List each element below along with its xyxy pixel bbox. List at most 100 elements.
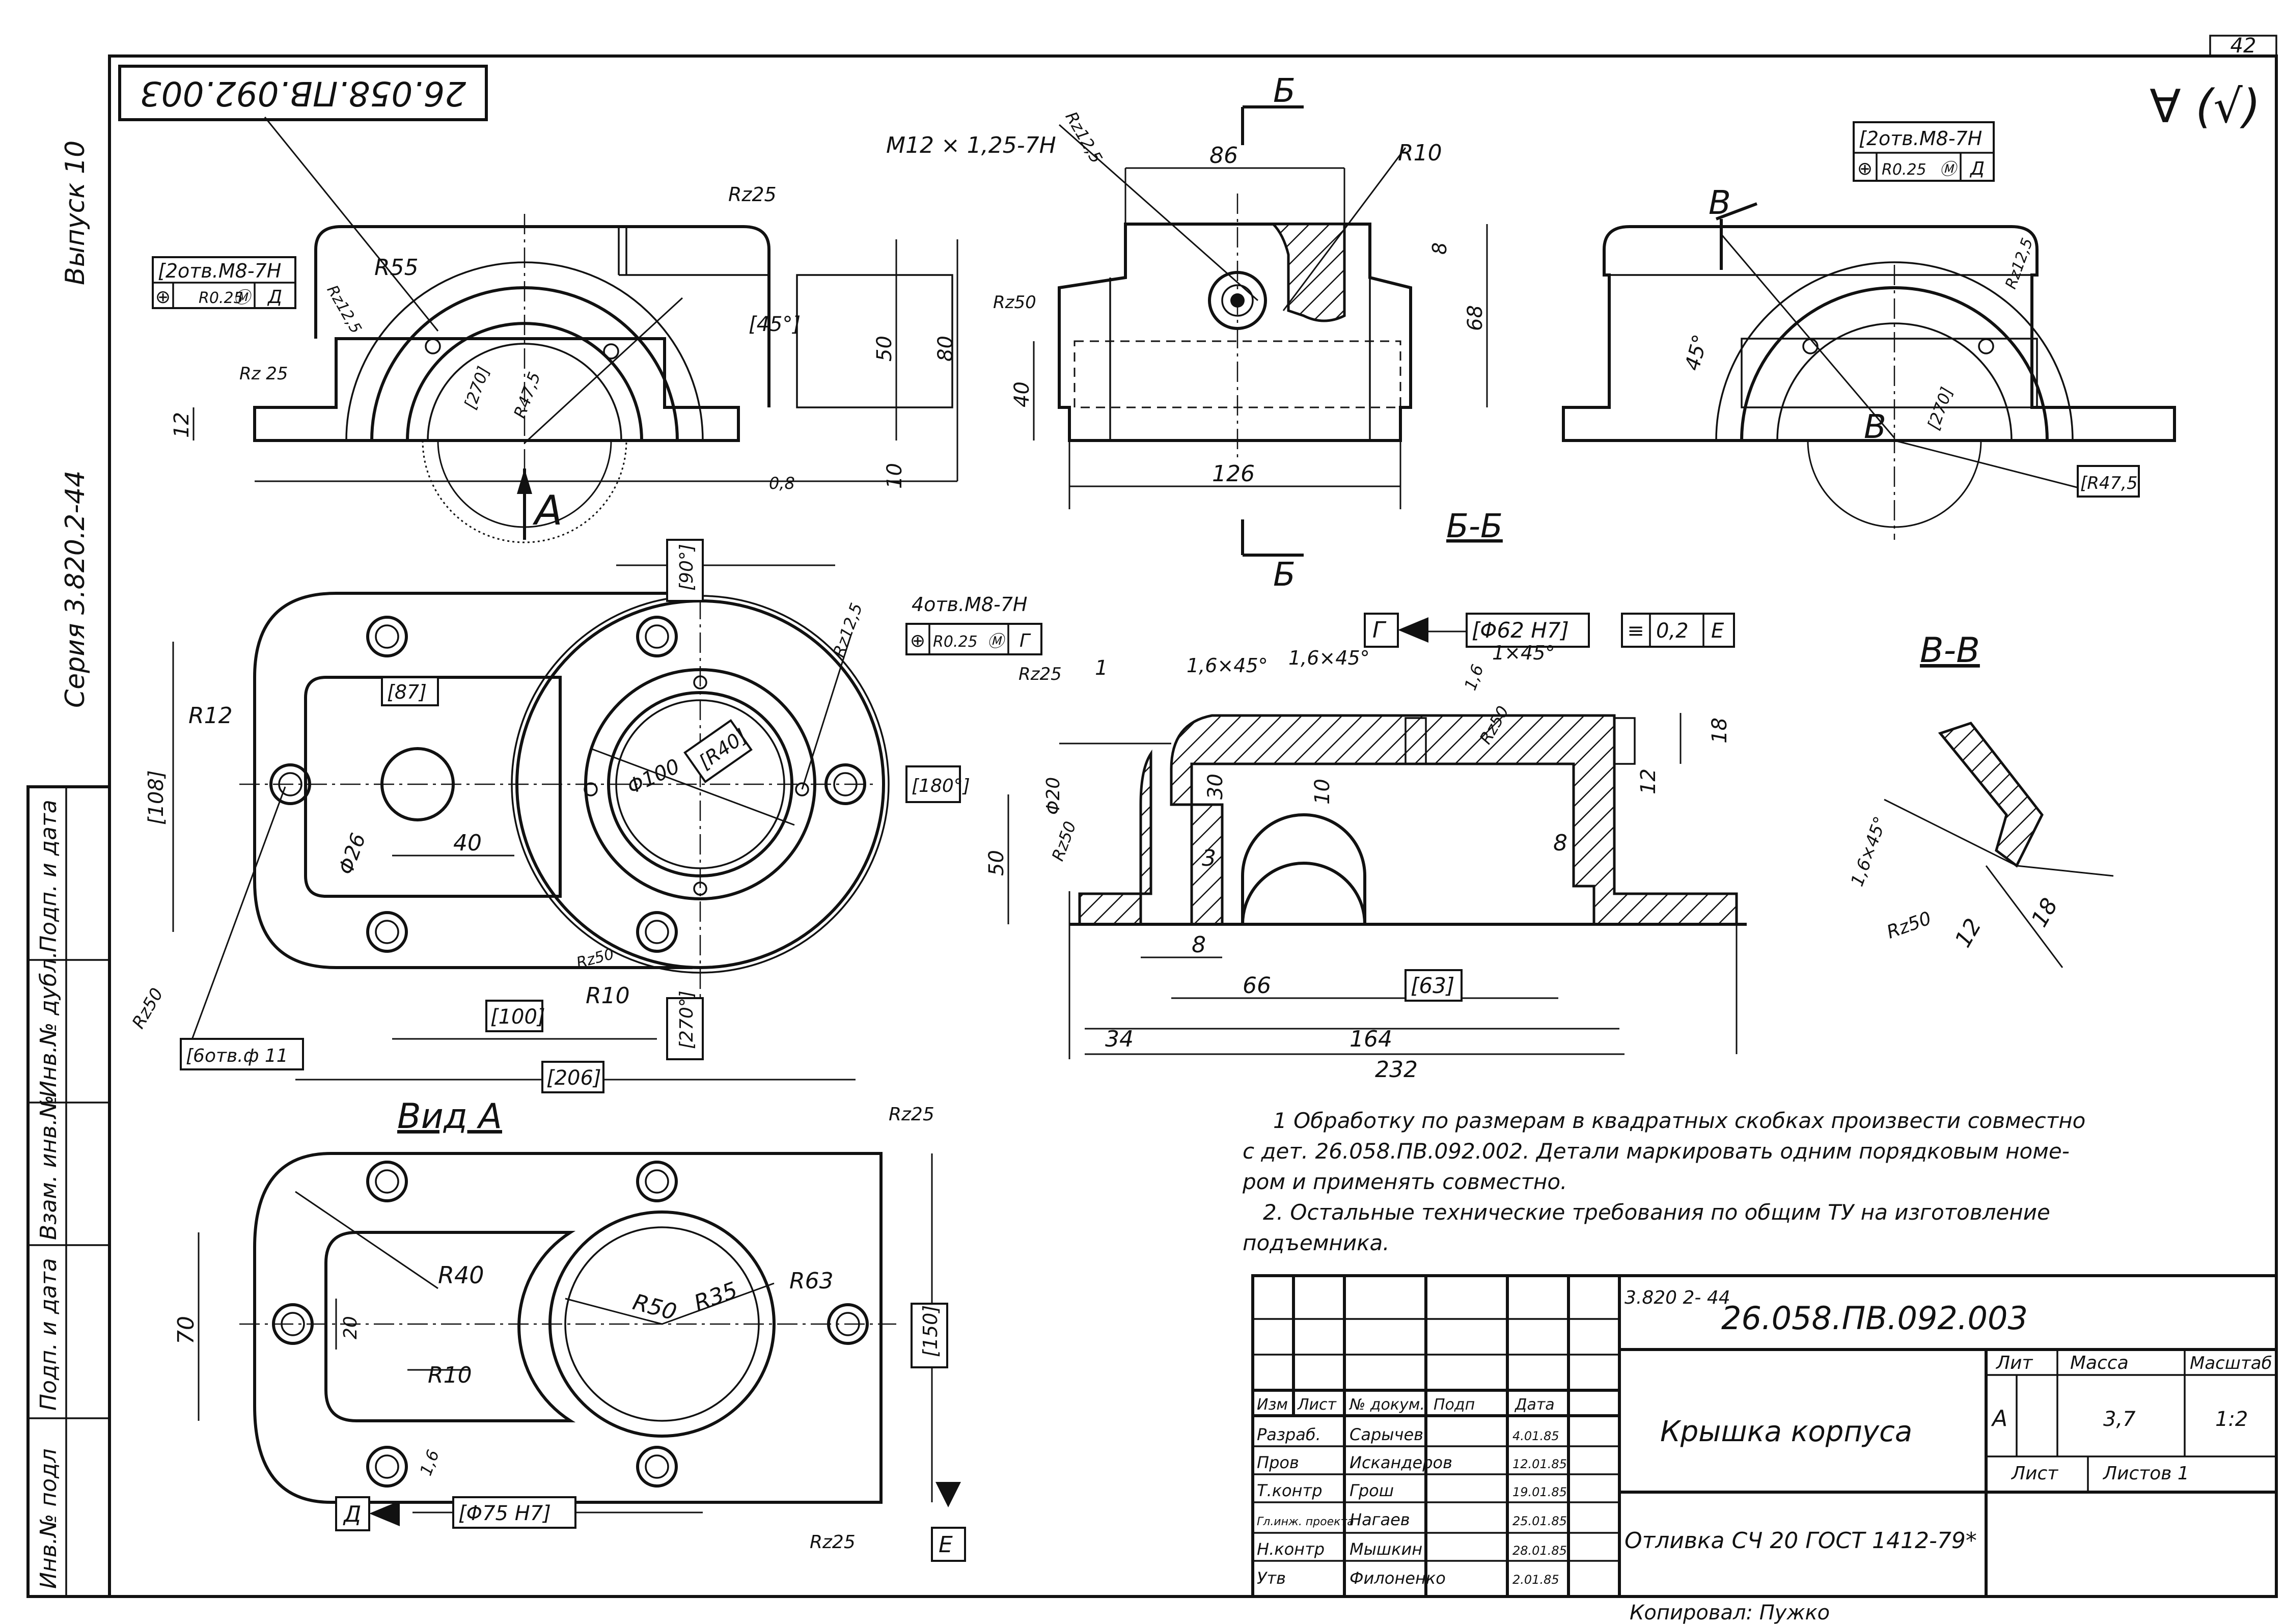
tb-series: 3.820 2- 44 xyxy=(1625,1287,1730,1308)
bb-dim-8-bottom: 8 xyxy=(1192,932,1206,958)
tb-material: Отливка СЧ 20 ГОСТ 1412-79* xyxy=(1625,1528,1977,1554)
tb-sheet-label: Лист xyxy=(2011,1463,2058,1484)
tb-col-list: Лист xyxy=(1297,1396,1337,1414)
front-tol-value: R0.25 xyxy=(199,289,243,307)
bb-chamfer-1: 1,6×45° xyxy=(1187,654,1268,677)
side-cut-b-bottom: Б xyxy=(1273,556,1296,594)
front-label-rz25-side: Rz 25 xyxy=(239,364,288,384)
tb-scale-head: Масштаб xyxy=(2190,1353,2272,1373)
front-label-08: 0,8 xyxy=(769,474,795,493)
stamp-cell-sign-date-1: Подп. и дата xyxy=(36,800,62,952)
tb-part-name: Крышка корпуса xyxy=(1660,1415,1912,1448)
plan-angle-90: [90°] xyxy=(676,544,697,591)
section-title-bb: Б-Б xyxy=(1446,508,1503,545)
front-label-r475: R47,5 xyxy=(510,369,544,421)
front-dim-10: 10 xyxy=(883,463,906,489)
right-tol-position-icon: ⊕ xyxy=(1857,158,1873,179)
side-rz125: Rz12,5 xyxy=(1061,108,1106,167)
tb-sheets-label: Листов 1 xyxy=(2102,1463,2189,1484)
plan-view: 4отв.М8-7Н ⊕ R0.25 Ⓜ Г [90°] [87] [108] … xyxy=(128,539,1042,1093)
tb-mass-head: Масса xyxy=(2070,1353,2129,1373)
bb-dia-20: Φ20 xyxy=(1043,777,1064,815)
note-line-3: ром и применять совместно. xyxy=(1242,1169,1567,1194)
stamp-cell-replace-inv: Взам. инв.№ xyxy=(36,1095,62,1240)
bb-dim-50: 50 xyxy=(985,850,1008,876)
front-thread-callout: [2отв.М8-7Н ⊕ R0.25 Ⓜ Д xyxy=(152,256,296,309)
tb-name-approve: Филоненко xyxy=(1350,1568,1446,1588)
tb-role-dev: Разраб. xyxy=(1257,1425,1321,1444)
view-a-title: Вид А xyxy=(397,1096,502,1137)
right-tol-modifier: Ⓜ xyxy=(1940,159,1959,179)
plan-thread-callout: 4отв.М8-7Н ⊕ R0.25 Ⓜ Г xyxy=(905,593,1042,655)
stamp-cell-orig-inv: Инв.№ подл xyxy=(36,1448,62,1589)
plan-dim-100: [100] xyxy=(490,1005,545,1029)
note-line-4: 2. Остальные технические требования по о… xyxy=(1263,1200,2050,1225)
bb-dim-30: 30 xyxy=(1204,774,1227,800)
tb-date-ncontrol: 28.01.85 xyxy=(1512,1544,1567,1558)
tb-date-tcontrol: 19.01.85 xyxy=(1512,1485,1567,1499)
bb-tol-datum: Е xyxy=(1711,619,1724,643)
plan-tol-position-icon: ⊕ xyxy=(910,630,925,651)
tb-date-chief: 25.01.85 xyxy=(1512,1514,1567,1528)
front-label-45: [45°] xyxy=(749,313,801,336)
side-r10: R10 xyxy=(1398,140,1442,166)
tb-copied-by: Копировал: Пужко xyxy=(1630,1601,1830,1624)
right-angle-45: 45° xyxy=(1681,332,1713,373)
bb-dim-232: 232 xyxy=(1375,1057,1418,1083)
tb-col-izm: Изм xyxy=(1257,1396,1288,1414)
side-dim-126: 126 xyxy=(1212,461,1255,487)
tb-name-check: Искандеров xyxy=(1350,1453,1452,1472)
side-dim-8: 8 xyxy=(1428,242,1451,255)
view-a-rz25-bottom: Rz25 xyxy=(810,1532,856,1553)
stamp-cell-dup-inv: Инв.№ дубл. xyxy=(36,951,62,1097)
tb-date-approve: 2.01.85 xyxy=(1512,1573,1559,1587)
general-roughness-symbol: ∀ (√) xyxy=(2150,80,2261,133)
right-tol-value: R0.25 xyxy=(1882,161,1926,179)
tb-name-tcontrol: Грош xyxy=(1350,1481,1394,1500)
tb-role-tcontrol: Т.контр xyxy=(1257,1481,1323,1500)
bb-tolerance-frame: ≡ 0,2 Е xyxy=(1621,613,1735,648)
tb-role-check: Пров xyxy=(1257,1453,1299,1472)
plan-holes-note: [6отв.ф 11 xyxy=(186,1045,288,1066)
view-a-rz25-top: Rz25 xyxy=(889,1104,934,1125)
view-a-r40: R40 xyxy=(438,1261,484,1289)
bb-dim-1: 1 xyxy=(1095,656,1108,680)
vv-rz50: Rz50 xyxy=(1884,908,1934,943)
tb-role-ncontrol: Н.контр xyxy=(1257,1539,1325,1559)
side-view: Б M12 × 1,25-7H Rz12,5 86 R10 8 68 Rz50 … xyxy=(886,72,1503,594)
note-line-2: с дет. 26.058.ПВ.092.002. Детали маркиро… xyxy=(1243,1139,2070,1164)
plan-dia-26: Φ26 xyxy=(334,830,370,877)
tb-date-dev: 4.01.85 xyxy=(1512,1429,1559,1443)
front-dim-50: 50 xyxy=(873,336,896,362)
bb-dim-10: 10 xyxy=(1311,779,1334,805)
stamp-cell-sign-date-2: Подп. и дата xyxy=(36,1258,62,1411)
right-tol-datum: Д xyxy=(1969,158,1985,179)
tb-col-sign: Подп xyxy=(1434,1396,1475,1414)
tb-lit-value: А xyxy=(1991,1406,2007,1432)
bb-dim-8-right: 8 xyxy=(1553,830,1567,856)
tb-role-chief: Гл.инж. проекта xyxy=(1257,1516,1354,1528)
side-dim-68: 68 xyxy=(1464,305,1487,331)
section-vv: В-В 1,6×45° Rz50 12 18 xyxy=(1847,630,2114,968)
right-cut-v-bottom: В xyxy=(1864,408,1886,446)
note-line-5: подъемника. xyxy=(1243,1230,1390,1255)
right-thread-note: [2отв.М8-7Н xyxy=(1859,127,1982,150)
view-a: Вид А Rz25 R40 70 20 R50 R35 R63 [150] xyxy=(173,1096,966,1562)
view-a-dim-150: [150] xyxy=(919,1305,942,1357)
plan-dim-40: 40 xyxy=(453,830,482,856)
front-view: [2отв.М8-7Н ⊕ R0.25 Ⓜ Д R55 Rz12,5 Rz25 … xyxy=(152,117,958,543)
bb-dim-18: 18 xyxy=(1708,718,1731,744)
right-label-r475: [R47,5 xyxy=(2080,473,2138,493)
view-a-r10: R10 xyxy=(428,1362,472,1388)
side-dim-40: 40 xyxy=(1010,381,1034,407)
plan-angle-180: [180°] xyxy=(912,776,970,796)
right-view: [2отв.М8-7Н ⊕ R0.25 Ⓜ Д В 45° Rz12,5 В [… xyxy=(1562,121,2176,540)
plan-tol-value: R0.25 xyxy=(933,633,978,651)
view-a-dia-75h7: [Φ75 H7] xyxy=(458,1502,551,1525)
plan-rz125: Rz12,5 xyxy=(829,600,866,660)
right-thread-callout: [2отв.М8-7Н ⊕ R0.25 Ⓜ Д xyxy=(1853,121,1995,182)
tb-name-dev: Сарычев xyxy=(1350,1425,1423,1444)
plan-rz50-outer: Rz50 xyxy=(128,984,168,1032)
plan-r12: R12 xyxy=(188,703,233,729)
